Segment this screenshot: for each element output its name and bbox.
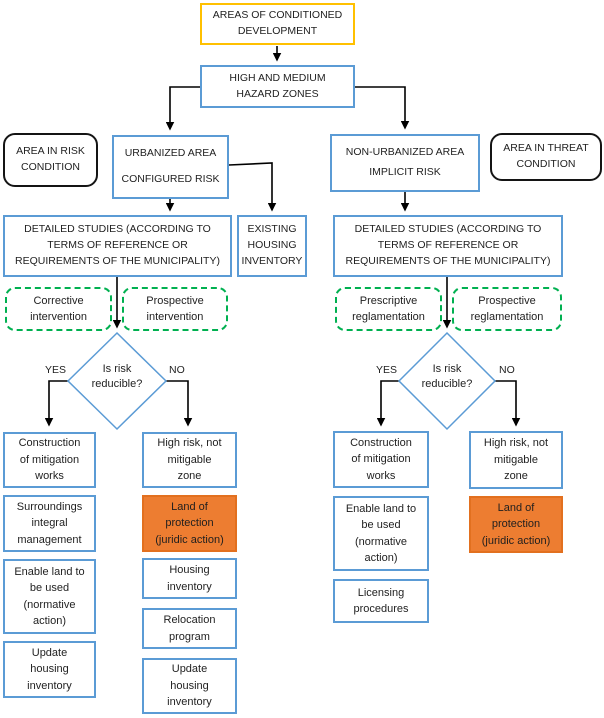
licensing-procedures-box: Licensing procedures: [333, 579, 429, 623]
right-decision-diamond: [397, 331, 497, 431]
prescriptive-reglamentation-box: Prescriptive reglamentation: [335, 287, 442, 331]
configured-risk-label: CONFIGURED RISK: [121, 173, 220, 186]
left-decision-diamond: [66, 331, 168, 431]
left-yes-label: YES: [44, 364, 66, 376]
construction-mitigation-works-box: Construction of mitigation works: [3, 432, 96, 488]
corrective-intervention-box: Corrective intervention: [5, 287, 112, 331]
update-housing-inventory-box: Update housing inventory: [142, 658, 237, 714]
right-yes-label: YES: [375, 364, 397, 376]
implicit-risk-label: IMPLICIT RISK: [369, 166, 441, 179]
update-housing-inventory-box: Update housing inventory: [3, 641, 96, 698]
land-of-protection-juridic-action-box: Land of protection (juridic action): [142, 495, 237, 552]
right-no-label: NO: [499, 364, 515, 376]
right-decision-question: Is risk reducible?: [421, 363, 473, 391]
left-no-label: NO: [169, 364, 185, 376]
area-in-risk-condition-box: AREA IN RISK CONDITION: [3, 133, 98, 187]
non-urbanized-area-label: NON-URBANIZED AREA: [345, 146, 465, 158]
high-medium-hazard-zones-box: HIGH AND MEDIUM HAZARD ZONES: [200, 65, 355, 108]
construction-mitigation-works-box: Construction of mitigation works: [333, 431, 429, 488]
area-in-threat-condition-box: AREA IN THREAT CONDITION: [490, 133, 602, 181]
high-risk-not-mitigable-zone-box: High risk, not mitigable zone: [142, 432, 237, 488]
housing-inventory-box: Housing inventory: [142, 558, 237, 599]
surroundings-integral-management-box: Surroundings integral management: [3, 495, 96, 552]
land-of-protection-juridic-action-box: Land of protection (juridic action): [469, 496, 563, 553]
high-risk-not-mitigable-zone-box: High risk, not mitigable zone: [469, 431, 563, 489]
left-decision-question: Is risk reducible?: [91, 363, 143, 391]
urbanized-area-label: URBANIZED AREA: [124, 147, 217, 159]
relocation-program-box: Relocation program: [142, 608, 237, 649]
enable-land-normative-action-box: Enable land to be used (normative action…: [3, 559, 96, 634]
areas-of-conditioned-development-box: AREAS OF CONDITIONED DEVELOPMENT: [200, 3, 355, 45]
non-urbanized-area-box: NON-URBANIZED AREA IMPLICIT RISK: [330, 134, 480, 192]
existing-housing-inventory-box: EXISTING HOUSING INVENTORY: [237, 215, 307, 277]
prospective-intervention-box: Prospective intervention: [122, 287, 228, 331]
enable-land-normative-action-box: Enable land to be used (normative action…: [333, 496, 429, 571]
detailed-studies-left-box: DETAILED STUDIES (ACCORDING TO TERMS OF …: [3, 215, 232, 277]
urbanized-area-box: URBANIZED AREA CONFIGURED RISK: [112, 135, 229, 199]
detailed-studies-right-box: DETAILED STUDIES (ACCORDING TO TERMS OF …: [333, 215, 563, 277]
prospective-reglamentation-box: Prospective reglamentation: [452, 287, 562, 331]
